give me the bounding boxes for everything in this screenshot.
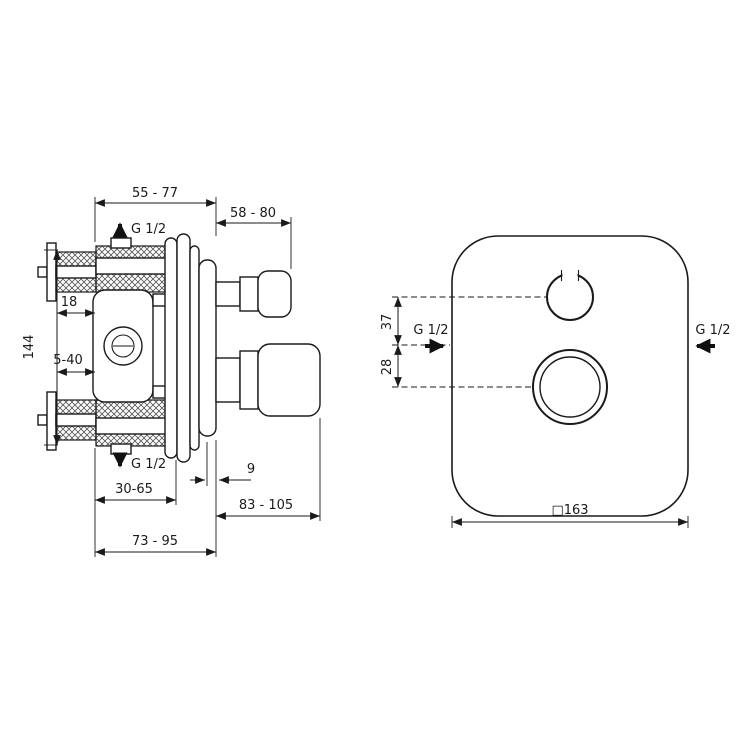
body-bottom-band (95, 417, 171, 435)
dim-top-circle-offset-label: 37 (380, 314, 395, 331)
large-ring-inner (539, 356, 601, 418)
handle-stem (215, 357, 241, 403)
volume-handle (215, 343, 321, 417)
dim-axis-spacing-label: 28 (380, 359, 395, 376)
dim-height-label: 144 (22, 335, 37, 360)
side-dimensions: 55 - 77 58 - 80 144 18 5-40 9 30-65 83 -… (22, 186, 320, 556)
escutcheon-flange (176, 233, 191, 463)
dim-plate-size-label: □163 (551, 503, 588, 518)
knob-cap (257, 270, 292, 318)
large-ring-outer (532, 349, 608, 425)
dim-rough-depth-label: 30-65 (115, 482, 153, 497)
dim-offset-label: 18 (61, 295, 78, 310)
temperature-control-front (546, 268, 594, 321)
connection-bottom-label: G 1/2 (131, 457, 166, 472)
small-ring (546, 273, 594, 321)
escutcheon-edge (164, 233, 217, 463)
valve-body (92, 237, 177, 455)
handle-cap (257, 343, 321, 417)
connection-top-label: G 1/2 (131, 222, 166, 237)
handle-collar (239, 350, 259, 410)
escutcheon-hub (198, 259, 217, 437)
body-top-band (95, 257, 171, 275)
dim-knob-depth-label: 58 - 80 (230, 206, 276, 221)
front-view: 37 28 □163 G 1/2 G 1/2 (380, 235, 731, 528)
bracket-bolt-stub (37, 414, 48, 426)
side-view: 55 - 77 58 - 80 144 18 5-40 9 30-65 83 -… (22, 186, 321, 557)
connection-left-label: G 1/2 (413, 323, 448, 338)
dim-handle-depth-label: 83 - 105 (239, 498, 293, 513)
dim-trim-thickness-label: 9 (247, 462, 255, 477)
escutcheon-layer-3 (189, 245, 200, 451)
dim-top-width-label: 55 - 77 (132, 186, 178, 201)
volume-control-front (532, 349, 608, 425)
inlet-stub-bottom (110, 443, 132, 455)
knob-collar (239, 276, 259, 312)
bracket-bolt-stub (37, 266, 48, 278)
dim-body-depth-label: 73 - 95 (132, 534, 178, 549)
knob-stem (215, 281, 241, 307)
inlet-stub-top (110, 237, 132, 249)
bracket-plate (46, 242, 57, 302)
front-dimensions: 37 28 □163 (380, 297, 689, 528)
mounting-bracket-top (37, 242, 97, 302)
front-connections: G 1/2 G 1/2 (413, 323, 731, 354)
bracket-plate (46, 391, 57, 451)
mounting-bracket-bottom (37, 391, 97, 451)
escutcheon-layer-1 (164, 237, 178, 459)
dim-adjust-depth-label: 5-40 (53, 353, 83, 368)
side-connections: G 1/2 G 1/2 (112, 222, 166, 472)
cartridge-circle-inner (111, 334, 135, 358)
bracket-pipe-band (55, 413, 97, 427)
connection-right-label: G 1/2 (695, 323, 730, 338)
temperature-knob (215, 270, 292, 318)
bracket-pipe-band (55, 265, 97, 279)
